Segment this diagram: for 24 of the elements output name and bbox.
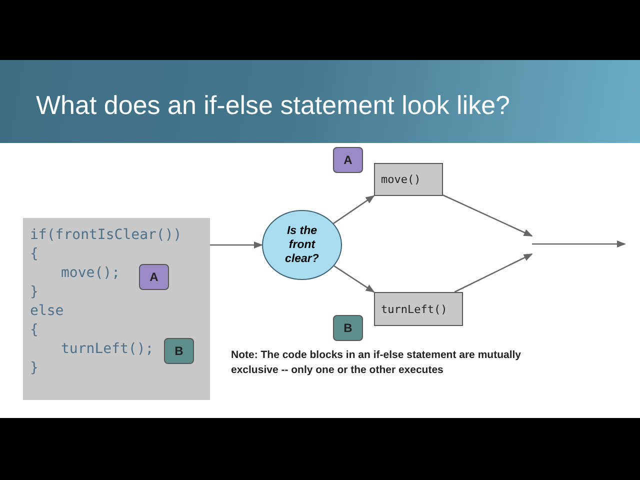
arrow bbox=[333, 195, 375, 224]
process-box: turnLeft() bbox=[374, 292, 463, 326]
process-box: move() bbox=[374, 163, 443, 196]
decision-text: Is the front clear? bbox=[284, 224, 320, 266]
code-line: turnLeft(); bbox=[61, 340, 154, 359]
arrow bbox=[532, 240, 626, 248]
note-text: Note: The code blocks in an if-else statement are mutually exclusive -- only one or the other executes bbox=[231, 348, 522, 378]
branch-badge: B bbox=[164, 338, 194, 364]
arrow bbox=[334, 265, 375, 293]
branch-badge: B bbox=[333, 315, 363, 341]
code-line: { bbox=[30, 321, 38, 340]
arrow bbox=[210, 241, 263, 249]
code-panel bbox=[23, 218, 210, 400]
code-line: move(); bbox=[61, 264, 120, 283]
code-line: if(frontIsClear()) bbox=[30, 226, 182, 245]
branch-badge: A bbox=[333, 147, 363, 173]
slide-title: What does an if-else statement look like? bbox=[36, 90, 510, 121]
code-line: else bbox=[30, 302, 64, 321]
arrow bbox=[442, 194, 533, 237]
branch-badge: A bbox=[139, 264, 169, 290]
arrow bbox=[454, 253, 533, 293]
code-line: } bbox=[30, 283, 38, 302]
code-line: { bbox=[30, 245, 38, 264]
code-line: } bbox=[30, 359, 38, 378]
